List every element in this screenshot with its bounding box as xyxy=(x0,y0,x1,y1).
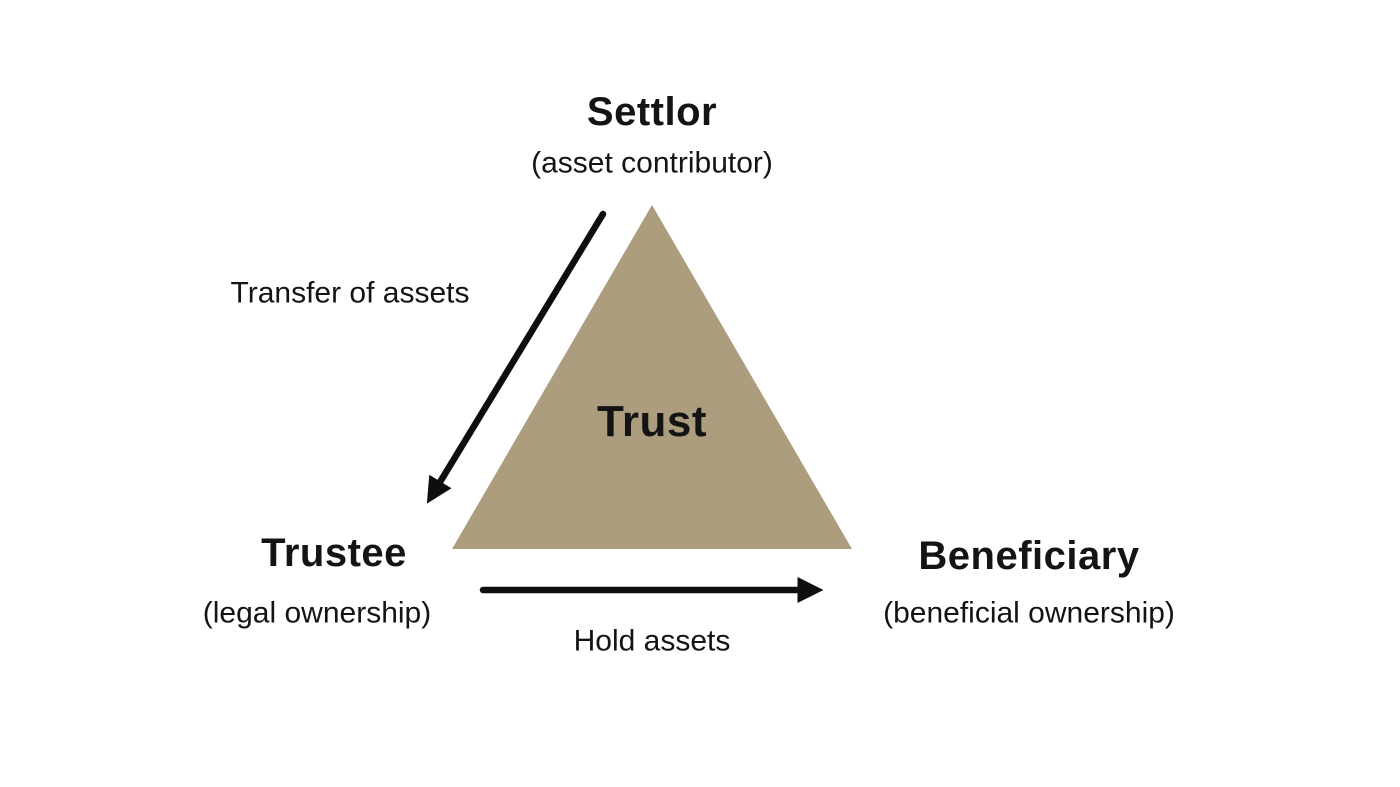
beneficiary-subtitle-label: (beneficial ownership) xyxy=(883,596,1175,630)
settlor-name-label: Settlor xyxy=(586,90,718,134)
beneficiary-name-label: Beneficiary xyxy=(918,534,1140,578)
settlor-subtitle-label: (asset contributor) xyxy=(531,146,773,180)
trust-triangle xyxy=(452,205,852,549)
transfer-of-assets-label: Transfer of assets xyxy=(230,276,470,310)
trust-center-label: Trust xyxy=(596,396,708,446)
transfer-of-assets-arrow xyxy=(426,210,607,504)
trustee-subtitle-label: (legal ownership) xyxy=(202,596,432,630)
trustee-name-label: Trustee xyxy=(261,531,407,575)
hold-assets-label: Hold assets xyxy=(573,624,731,658)
